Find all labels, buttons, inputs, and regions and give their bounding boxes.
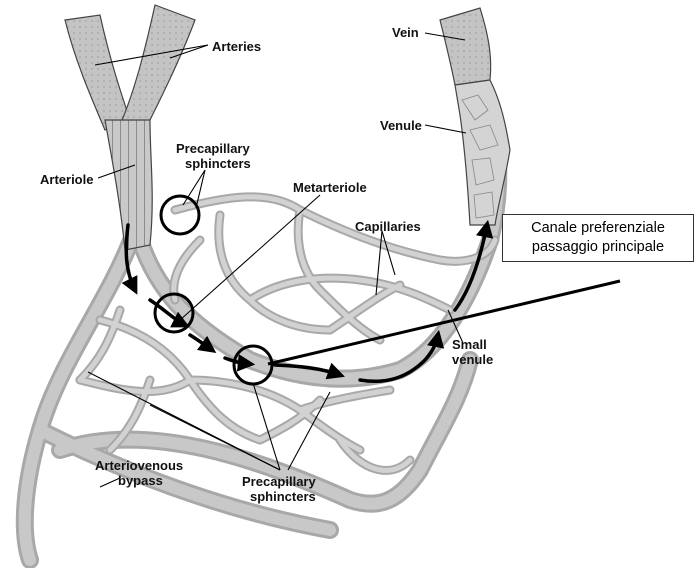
arteries-vessels: [65, 5, 195, 130]
callout-line-1: Canale preferenziale: [531, 219, 665, 238]
label-venule: Venule: [380, 118, 422, 133]
label-arteries: Arteries: [212, 39, 261, 54]
label-precapillary-top-1: Precapillary: [176, 141, 250, 156]
callout-box: Canale preferenziale passaggio principal…: [502, 214, 694, 262]
label-arteriole: Arteriole: [40, 172, 93, 187]
label-small-venule-1: Small: [452, 337, 487, 352]
vein-venule-vessels: [440, 8, 510, 225]
label-small-venule-2: venule: [452, 352, 493, 367]
label-vein: Vein: [392, 25, 419, 40]
label-precapillary-bottom-2: sphincters: [250, 489, 316, 504]
label-precapillary-bottom-1: Precapillary: [242, 474, 316, 489]
label-av-bypass-1: Arteriovenous: [95, 458, 183, 473]
sphincter-circle-top: [161, 196, 199, 234]
label-av-bypass-2: bypass: [118, 473, 163, 488]
callout-line-2: passaggio principale: [532, 238, 664, 257]
label-precapillary-top-2: sphincters: [185, 156, 251, 171]
label-metarteriole: Metarteriole: [293, 180, 367, 195]
label-capillaries: Capillaries: [355, 219, 421, 234]
